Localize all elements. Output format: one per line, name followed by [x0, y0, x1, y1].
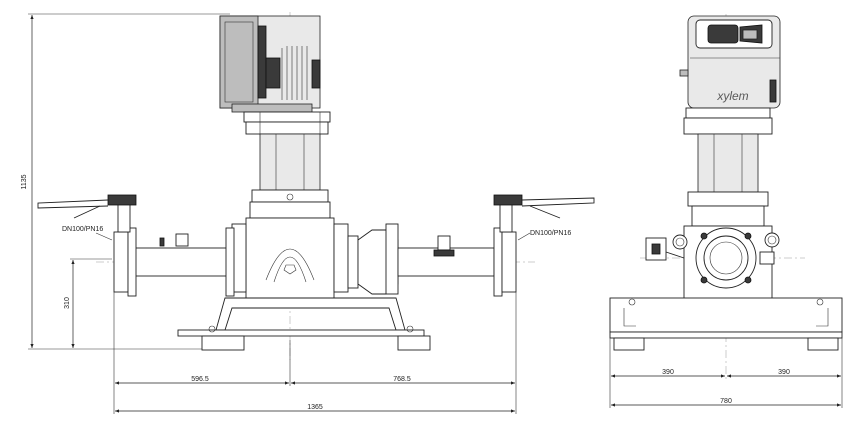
side-motor: xylem [679, 15, 781, 109]
flange-left-label: DN100/PN16 [62, 226, 103, 233]
side-view: xylem [609, 14, 843, 408]
right-pipe [347, 194, 595, 297]
base-height-label: 310 [64, 297, 71, 309]
side-flange [645, 225, 780, 305]
right-offset-label: 768.5 [393, 376, 411, 383]
height-dimension: 1135 [21, 13, 230, 350]
motor [219, 15, 321, 113]
side-baseframe [609, 297, 843, 351]
overall-width-label: 1365 [307, 404, 323, 411]
motor-stool [243, 111, 331, 219]
side-dimensions: 390 390 780 [609, 338, 843, 408]
side-lantern [683, 107, 773, 227]
side-overall-width-label: 780 [720, 398, 732, 405]
height-label: 1135 [21, 174, 28, 189]
side-left-half-label: 390 [662, 369, 674, 376]
base-height-dimension: 310 [64, 258, 112, 348]
pump-body [231, 217, 349, 303]
brand-logo: xylem [716, 89, 748, 103]
front-view: 1135 310 [21, 12, 595, 414]
left-pipe [37, 194, 235, 297]
baseframe [177, 297, 431, 351]
side-right-half-label: 390 [778, 369, 790, 376]
flange-right-label: DN100/PN16 [530, 230, 571, 237]
left-offset-label: 596.5 [191, 376, 209, 383]
horizontal-dimensions: 596.5 768.5 1365 [113, 292, 517, 414]
